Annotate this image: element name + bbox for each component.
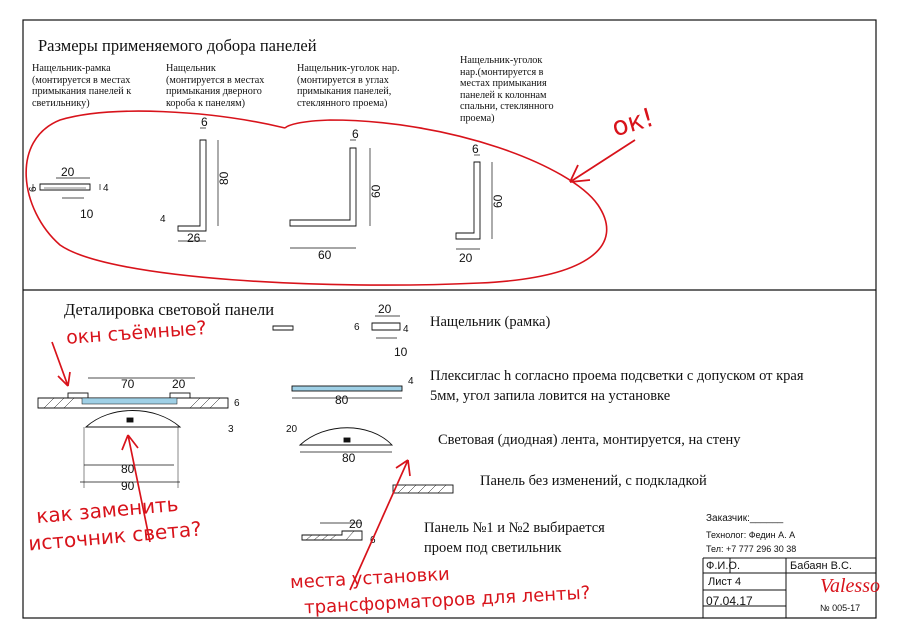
caption-line: местах примыкания xyxy=(460,78,547,89)
customer-row: Заказчик:______ xyxy=(706,513,783,524)
hatching xyxy=(43,397,447,541)
dim-label: 20 xyxy=(459,251,473,265)
caption-line: Нащельник-рамка xyxy=(32,63,111,74)
bottom-details-drawing: 70 20 6 3 80 90 20 6 4 10 80 4 20 80 20 … xyxy=(37,302,454,591)
dim-label: 3 xyxy=(228,424,234,435)
label-choose-line2: проем под светильник xyxy=(424,540,562,556)
label-led: Световая (диодная) лента, монтируется, н… xyxy=(438,432,741,448)
sheet-date: 07.04.17 xyxy=(706,594,753,608)
customer-value: ______ xyxy=(749,513,784,524)
fio-label: Ф.И.О. xyxy=(706,560,740,572)
caption-angle-2: Нащельник-уголок нар.(монтируется в мест… xyxy=(460,55,570,124)
caption-line: Нащельник xyxy=(166,63,216,74)
dim-label: 4 xyxy=(103,183,109,194)
mini-frame-shape xyxy=(272,325,294,331)
caption-line: спальни, стеклянного xyxy=(460,101,554,112)
dim-label: 4 xyxy=(160,214,166,225)
dim-label: 20 xyxy=(378,302,392,316)
trim-profile-shape xyxy=(177,139,207,232)
caption-line: проема) xyxy=(460,112,495,124)
dim-label: 20 xyxy=(286,424,298,435)
red-arrow-ok xyxy=(569,139,636,183)
caption-frame-trim: Нащельник-рамка (монтируется в местах пр… xyxy=(32,63,152,109)
dim-label: 6 xyxy=(234,398,240,409)
caption-line: Нащельник-уголок xyxy=(460,55,543,66)
title-block-grid xyxy=(702,557,876,618)
dim-label: 6 xyxy=(201,115,208,129)
dim-label: 20 xyxy=(61,165,75,179)
caption-trim: Нащельник (монтируется в местах примыкан… xyxy=(166,63,286,109)
caption-line: панелей к колоннам xyxy=(460,89,547,101)
top-title: Размеры применяемого добора панелей xyxy=(38,36,317,55)
caption-line: примыкания панелей к xyxy=(32,86,132,97)
dim-label: 60 xyxy=(318,248,332,262)
frame-profile-shape xyxy=(39,183,91,191)
caption-line: светильнику) xyxy=(32,97,90,109)
caption-line: стеклянного проема) xyxy=(297,97,388,109)
dim-label: 20 xyxy=(172,377,186,391)
sheet-number: Лист 4 xyxy=(708,576,742,588)
dim-label: 4 xyxy=(408,376,414,387)
top-profiles-drawing: 20 6 4 10 6 80 4 26 6 60 60 6 60 20 xyxy=(25,110,636,286)
dim-label: 4 xyxy=(403,324,409,335)
caption-line: примыкания дверного xyxy=(166,86,262,97)
customer-label: Заказчик: xyxy=(706,513,750,524)
red-arrows xyxy=(51,341,411,591)
dim-label: 10 xyxy=(80,207,94,221)
dim-label: 6 xyxy=(472,142,479,156)
caption-line: примыкания панелей, xyxy=(297,86,392,97)
dim-label: 20 xyxy=(349,517,363,531)
fio-value: Бабаян В.С. xyxy=(790,560,852,572)
label-choose-line1: Панель №1 и №2 выбирается xyxy=(424,520,605,536)
caption-angle-1: Нащельник-уголок нар. (монтируется в угл… xyxy=(297,63,437,109)
angle1-profile-shape xyxy=(289,147,357,227)
dim-label: 26 xyxy=(187,231,201,245)
dim-label: 80 xyxy=(121,462,135,476)
bottom-title: Деталировка световой панели xyxy=(64,300,275,319)
dim-label: 10 xyxy=(394,345,408,359)
dim-label: 6 xyxy=(28,186,39,192)
dim-label: 80 xyxy=(335,393,349,407)
dim-label: 6 xyxy=(354,322,360,333)
dim-label: 60 xyxy=(491,194,505,208)
label-panel: Панель без изменений, с подкладкой xyxy=(480,473,707,489)
caption-line: Нащельник-уголок нар. xyxy=(297,63,400,74)
red-oval-annotation xyxy=(25,110,608,286)
dim-label: 80 xyxy=(342,451,356,465)
logo: Valesso xyxy=(820,575,880,597)
caption-line: нар.(монтируется в xyxy=(460,66,544,78)
dim-label: 90 xyxy=(121,479,135,493)
dim-label: 70 xyxy=(121,377,135,391)
telephone: Тел: +7 777 296 30 38 xyxy=(706,544,797,554)
label-plexi-line2: 5мм, угол запила ловится на установке xyxy=(430,388,671,404)
angle2-profile-shape xyxy=(455,161,481,240)
label-frame: Нащельник (рамка) xyxy=(430,314,551,330)
caption-line: (монтируется в углах xyxy=(297,74,389,86)
dim-label: 6 xyxy=(352,127,359,141)
label-plexi-line1: Плексиглас h согласно проема подсветки с… xyxy=(430,368,804,384)
caption-line: (монтируется в местах xyxy=(32,74,131,86)
caption-line: короба к панелям) xyxy=(166,97,246,109)
technologist: Технолог: Федин А. А xyxy=(706,530,796,540)
caption-line: (монтируется в местах xyxy=(166,74,265,86)
dim-label: 80 xyxy=(217,171,231,185)
dim-label: 60 xyxy=(369,184,383,198)
order-number: № 005-17 xyxy=(820,603,861,613)
